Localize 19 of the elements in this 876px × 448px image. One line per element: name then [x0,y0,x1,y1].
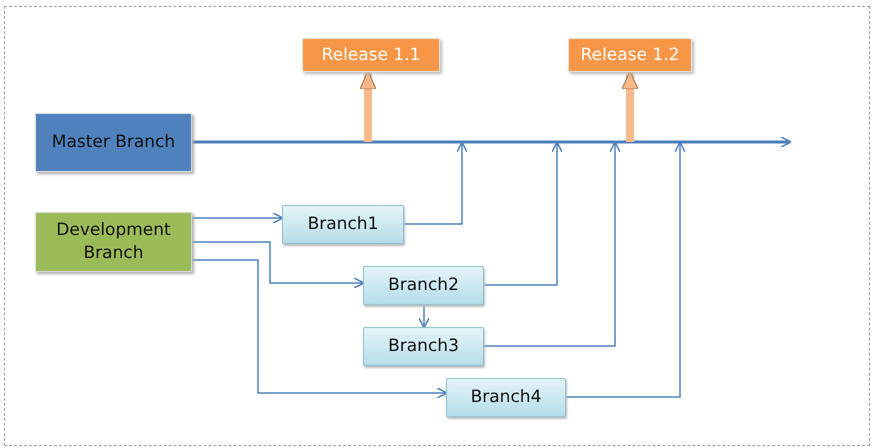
release-arrow [622,70,638,142]
arrow [192,136,792,148]
release-box: Release 1.1 [302,38,440,72]
branch-box: Master Branch [35,113,192,172]
branch-box: Branch2 [363,266,484,305]
arrow [404,141,468,225]
arrow [484,141,621,347]
arrow [192,212,284,224]
branch-box: Branch1 [282,205,404,244]
branch-box: Development Branch [35,212,192,272]
branch-box: Branch3 [363,327,484,366]
release-box: Release 1.2 [568,38,692,72]
release-arrow [360,70,376,142]
arrow [484,141,563,286]
branch-box: Branch4 [446,378,566,417]
arrow [418,305,430,329]
arrow [192,241,365,289]
arrow [192,259,448,399]
arrow [566,141,686,398]
